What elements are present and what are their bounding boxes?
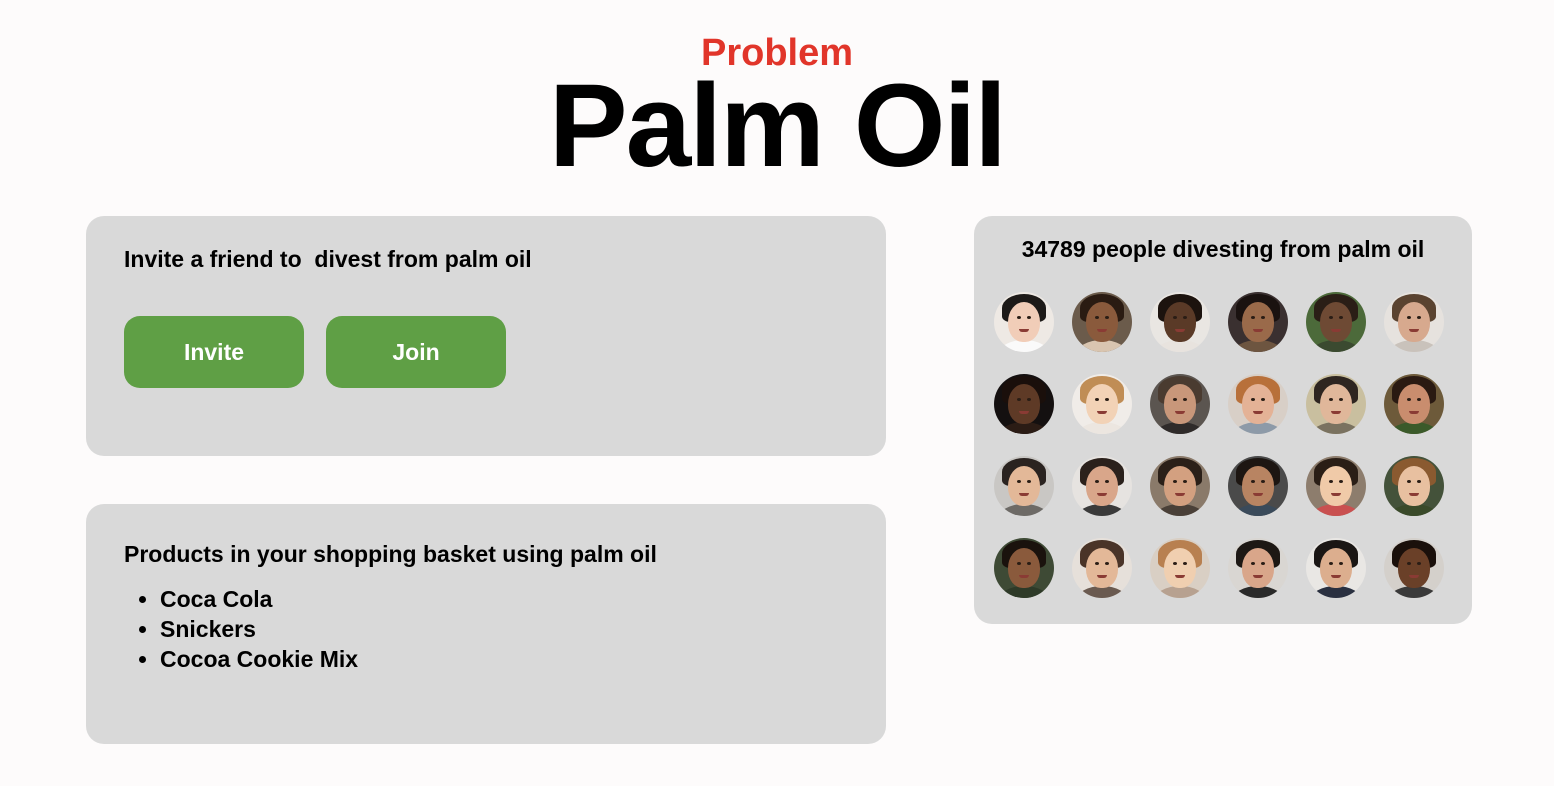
person-21-avatar [1150,538,1210,598]
page-title: Palm Oil [548,60,1007,192]
section-eyebrow: Problem [700,32,854,74]
invite-button[interactable]: Invite [124,316,304,388]
person-14-avatar [1072,456,1132,516]
person-20-avatar [1072,538,1132,598]
person-9-avatar [1150,374,1210,434]
person-24-avatar [1384,538,1444,598]
join-button[interactable]: Join [326,316,506,388]
product-item: Snickers [160,614,358,644]
invite-card: Invite a friend to divest from palm oil … [86,216,886,456]
person-11-avatar [1306,374,1366,434]
person-19-avatar [994,538,1054,598]
person-3-avatar [1150,292,1210,352]
person-16-avatar [1228,456,1288,516]
products-card: Products in your shopping basket using p… [86,504,886,744]
person-12-avatar [1384,374,1444,434]
person-7-avatar [994,374,1054,434]
person-22-avatar [1228,538,1288,598]
person-1-avatar [994,292,1054,352]
products-card-heading: Products in your shopping basket using p… [124,541,657,567]
person-5-avatar [1306,292,1366,352]
person-6-avatar [1384,292,1444,352]
person-2-avatar [1072,292,1132,352]
person-15-avatar [1150,456,1210,516]
person-4-avatar [1228,292,1288,352]
invite-card-heading: Invite a friend to divest from palm oil [124,246,532,272]
product-item: Coca Cola [160,584,358,614]
person-17-avatar [1306,456,1366,516]
person-23-avatar [1306,538,1366,598]
product-list: Coca Cola Snickers Cocoa Cookie Mix [160,584,358,674]
product-item: Cocoa Cookie Mix [160,644,358,674]
people-card: 34789 people divesting from palm oil [974,216,1472,624]
avatar-grid [994,292,1444,598]
person-8-avatar [1072,374,1132,434]
person-13-avatar [994,456,1054,516]
people-count-heading: 34789 people divesting from palm oil [1021,236,1425,262]
person-18-avatar [1384,456,1444,516]
person-10-avatar [1228,374,1288,434]
